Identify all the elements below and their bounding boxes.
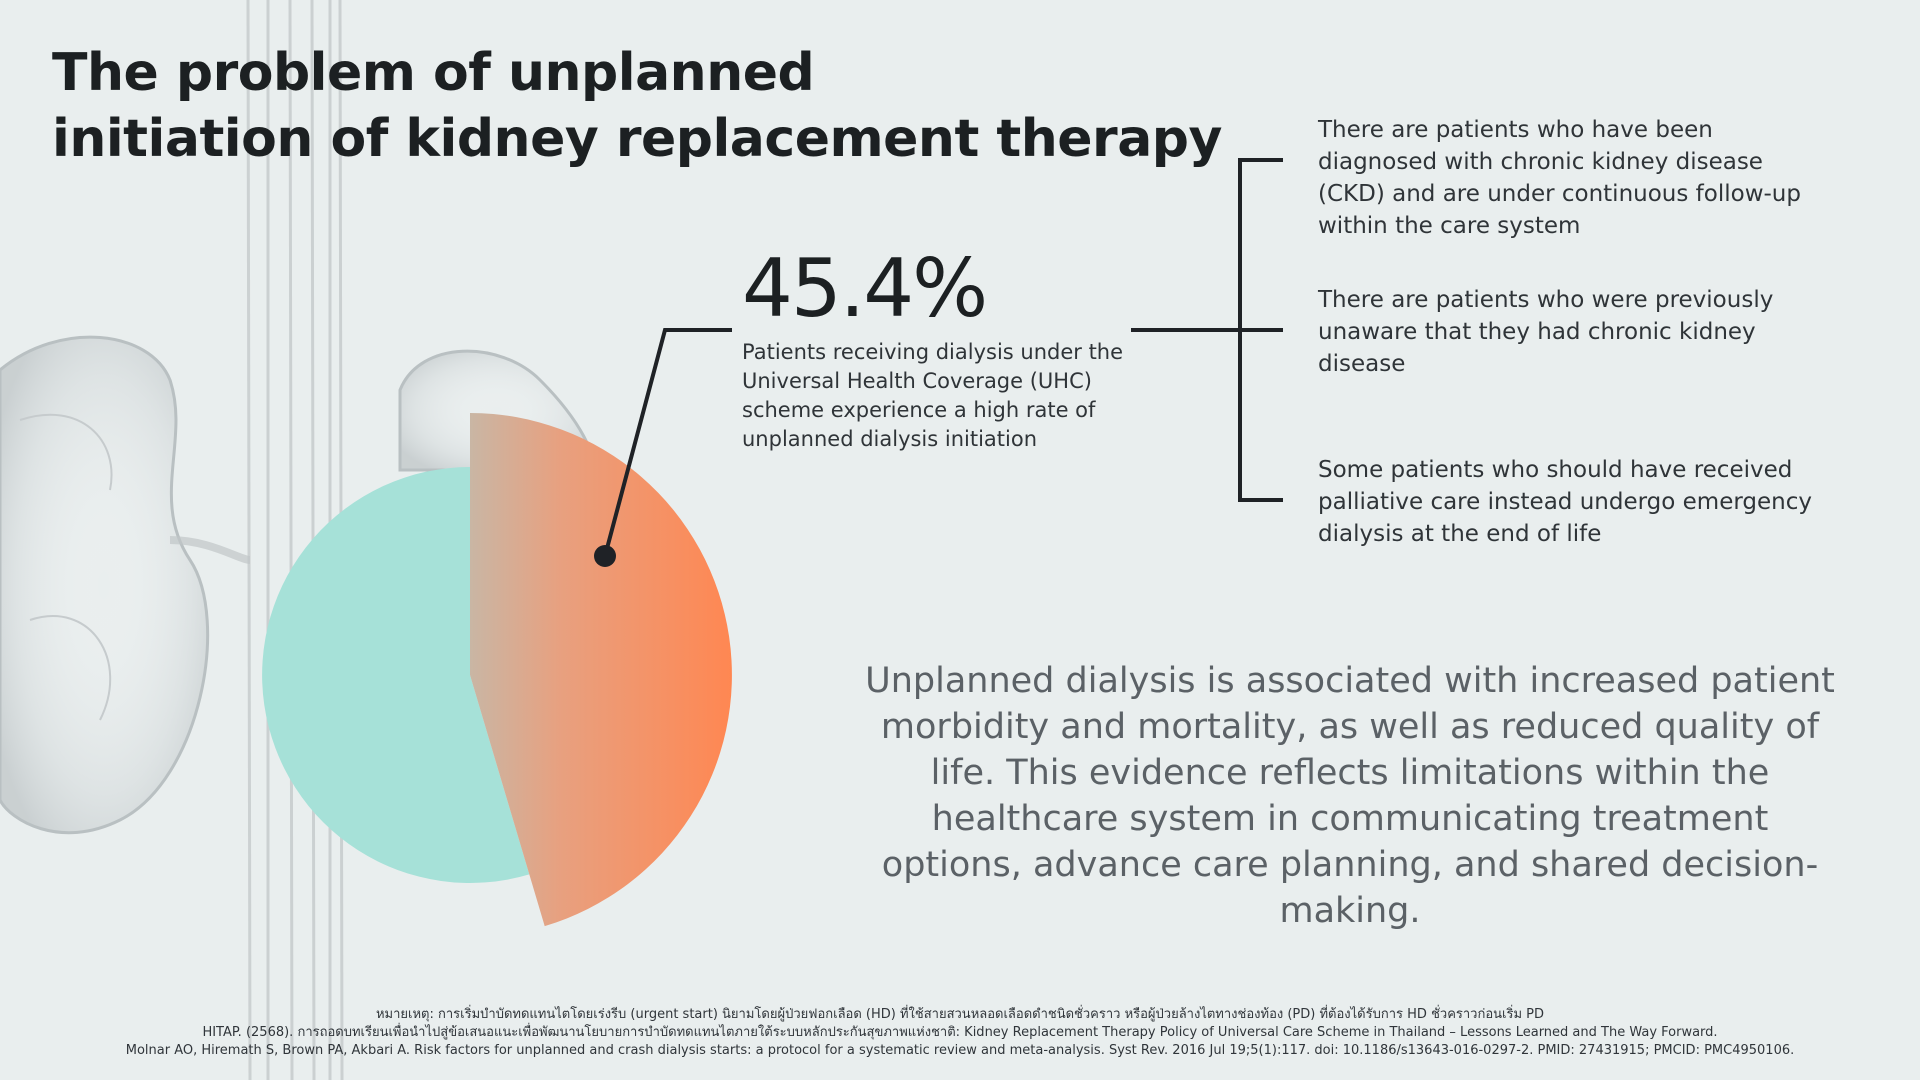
point-item-2: There are patients who were previously u… bbox=[1318, 287, 1774, 377]
title-line-2: initiation of kidney replacement therapy bbox=[52, 109, 1222, 169]
point-item-3: Some patients who should have received p… bbox=[1318, 457, 1812, 547]
footnotes: หมายเหตุ: การเริ่มบำบัดทดแทนไตโดยเร่งรีบ… bbox=[0, 1006, 1920, 1060]
footnote-note: หมายเหตุ: การเริ่มบำบัดทดแทนไตโดยเร่งรีบ… bbox=[375, 1007, 1545, 1022]
page-title: The problem of unplanned initiation of k… bbox=[52, 40, 1222, 172]
footnote-ref-2: Molnar AO, Hiremath S, Brown PA, Akbari … bbox=[125, 1043, 1795, 1058]
footnote-ref-1: HITAP. (2568). การถอดบทเรียนเพื่อนำไปสู่… bbox=[202, 1025, 1718, 1040]
title-line-1: The problem of unplanned bbox=[52, 43, 815, 103]
point-item-1: There are patients who have been diagnos… bbox=[1318, 117, 1801, 239]
stat-description: Patients receiving dialysis under the Un… bbox=[742, 340, 1124, 451]
stat-value: 45.4% bbox=[742, 242, 988, 335]
left-kidney-shape bbox=[0, 335, 251, 835]
summary-text: Unplanned dialysis is associated with in… bbox=[865, 661, 1835, 931]
stat-block: 45.4% Patients receiving dialysis under … bbox=[742, 246, 1132, 454]
right-kidney-shape bbox=[398, 349, 595, 472]
